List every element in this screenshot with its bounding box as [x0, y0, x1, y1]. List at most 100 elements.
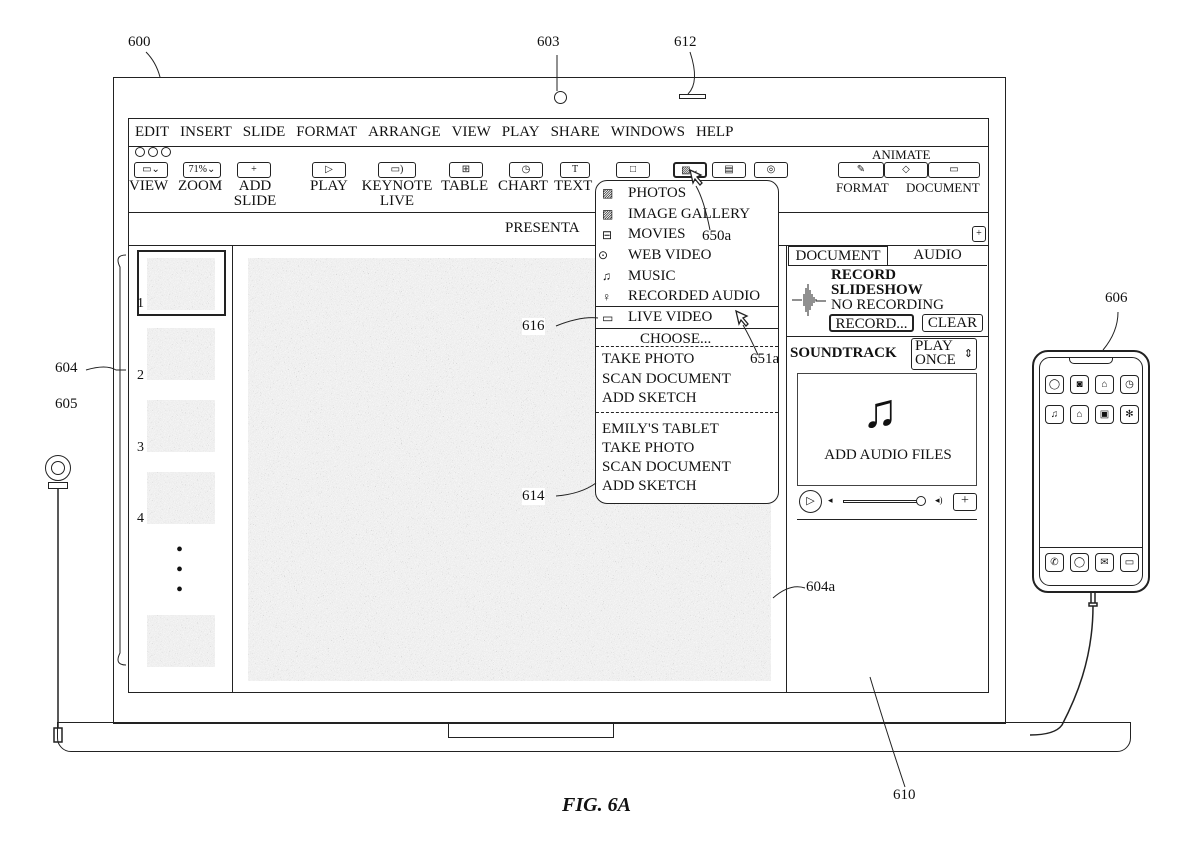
menu-format[interactable]: FORMAT — [296, 124, 358, 140]
menu-play[interactable]: PLAY — [501, 124, 540, 140]
menu-item-choose[interactable]: CHOOSE... — [640, 331, 712, 347]
menu-arrange[interactable]: ARRANGE — [368, 124, 441, 140]
laptop-lid — [113, 77, 1006, 724]
waveform-icon — [792, 284, 826, 316]
menu-slide[interactable]: SLIDE — [242, 124, 286, 140]
tv-app-icon[interactable]: ▣ — [1095, 405, 1114, 424]
phone-screen — [1039, 357, 1143, 586]
ref-indicator: 612 — [674, 34, 697, 50]
slide-thumbnail[interactable] — [147, 615, 215, 667]
menu-share[interactable]: SHARE — [550, 124, 600, 140]
menu-edit[interactable]: EDIT — [135, 124, 170, 140]
web-video-icon: ⊙ — [598, 248, 609, 262]
volume-low-icon: ◂ — [828, 495, 833, 505]
menu-windows[interactable]: WINDOWS — [610, 124, 685, 140]
tab-audio[interactable]: AUDIO — [888, 246, 987, 266]
slide-thumbnail[interactable] — [147, 400, 215, 452]
menu-item-device-scan-document[interactable]: SCAN DOCUMENT — [602, 459, 731, 475]
zoom-label: ZOOM — [178, 178, 223, 194]
image-gallery-icon: ▨ — [602, 207, 614, 221]
text-label: TEXT — [554, 178, 593, 194]
slide-number: 2 — [137, 368, 144, 383]
cursor-icon — [689, 168, 703, 186]
record-button[interactable]: RECORD... — [829, 314, 914, 332]
ref-laptop: 600 — [128, 34, 151, 50]
text-button[interactable]: T — [560, 162, 590, 178]
browser-app-icon[interactable]: ▭ — [1120, 553, 1139, 572]
photos-icon: ▨ — [602, 186, 614, 200]
document-button[interactable]: ▭ — [928, 162, 980, 178]
play-button[interactable]: ▷ — [312, 162, 346, 178]
menu-help[interactable]: HELP — [695, 124, 734, 140]
zoom-select[interactable]: 71%⌄ — [183, 162, 221, 178]
indicator-light — [679, 94, 706, 99]
messages-app-icon[interactable]: ◯ — [1070, 553, 1089, 572]
menu-item-photos[interactable]: PHOTOS — [628, 185, 687, 201]
animate-button[interactable]: ◇ — [884, 162, 928, 178]
table-button[interactable]: ⊞ — [449, 162, 483, 178]
menu-item-recorded-audio[interactable]: RECORDED AUDIO — [628, 288, 761, 304]
add-audio-button[interactable]: + — [953, 493, 977, 511]
format-button[interactable]: ✎ — [838, 162, 884, 178]
menu-item-scan-document[interactable]: SCAN DOCUMENT — [602, 371, 731, 387]
camera-app-icon[interactable]: ◙ — [1070, 375, 1089, 394]
figure-caption: FIG. 6A — [562, 794, 631, 816]
screen — [128, 118, 989, 693]
view-button[interactable]: ▭⌄ — [134, 162, 168, 178]
slide-number: 3 — [137, 440, 144, 455]
slide-thumbnail[interactable] — [147, 328, 215, 380]
live-video-icon: ▭ — [602, 311, 614, 325]
audio-play-button[interactable]: ▷ — [799, 490, 822, 513]
ref-cursor: 651a — [750, 351, 780, 367]
add-audio-dropzone[interactable]: ♫ ADD AUDIO FILES — [797, 373, 977, 486]
chart-button[interactable]: ◷ — [509, 162, 543, 178]
keynote-live-button[interactable]: ▭) — [378, 162, 416, 178]
comment-button[interactable]: ▤ — [712, 162, 746, 178]
media-menu — [595, 180, 779, 504]
menu-item-live-video[interactable]: LIVE VIDEO — [628, 309, 713, 325]
menu-item-device-add-sketch[interactable]: ADD SKETCH — [602, 478, 697, 494]
slide-thumbnail[interactable] — [147, 258, 215, 310]
selected-slide-frame — [137, 250, 226, 316]
clear-button[interactable]: CLEAR — [922, 314, 983, 332]
ref-canvas: 604a — [806, 579, 836, 595]
menu-item-movies[interactable]: MOVIES — [628, 226, 686, 242]
ref-sidebar: 610 — [893, 787, 916, 803]
menu-item-web-video[interactable]: WEB VIDEO — [628, 247, 712, 263]
add-slide-button[interactable]: + — [237, 162, 271, 178]
music-app-icon[interactable]: ♫ — [1045, 405, 1064, 424]
settings-app-icon[interactable]: ✻ — [1120, 405, 1139, 424]
microphone-icon: ♀ — [602, 290, 611, 304]
slide-number: 4 — [137, 511, 144, 526]
clock-app-icon[interactable]: ◷ — [1120, 375, 1139, 394]
recording-status: NO RECORDING — [831, 297, 944, 313]
ref-media-button: 650a — [702, 228, 732, 244]
menu-item-device-take-photo[interactable]: TAKE PHOTO — [602, 440, 695, 456]
add-audio-label: ADD AUDIO FILES — [824, 447, 952, 463]
menu-view[interactable]: VIEW — [451, 124, 491, 140]
shape-button[interactable]: □ — [616, 162, 650, 178]
more-slides-ellipsis: ••• — [176, 539, 184, 601]
menu-item-music[interactable]: MUSIC — [628, 268, 676, 284]
play-mode-select[interactable]: PLAY ONCE⇕ — [911, 338, 977, 370]
table-label: TABLE — [441, 178, 489, 194]
menu-item-image-gallery[interactable]: IMAGE GALLERY — [628, 206, 751, 222]
volume-high-icon: ◂) — [935, 495, 943, 505]
add-tab-button[interactable]: + — [972, 226, 986, 242]
app-icon[interactable]: ⌂ — [1095, 375, 1114, 394]
menu-insert[interactable]: INSERT — [180, 124, 232, 140]
microphone-icon — [45, 455, 71, 481]
mail-app-icon[interactable]: ✉ — [1095, 553, 1114, 572]
collaborate-button[interactable]: ◎ — [754, 162, 788, 178]
menu-item-take-photo[interactable]: TAKE PHOTO — [602, 351, 695, 367]
phone-app-icon[interactable]: ✆ — [1045, 553, 1064, 572]
slide-thumbnail[interactable] — [147, 472, 215, 524]
window-controls[interactable] — [135, 147, 171, 157]
volume-slider-handle[interactable] — [915, 496, 926, 506]
trackpad-notch — [448, 723, 614, 738]
presentation-title: PRESENTA — [505, 220, 580, 236]
tab-document[interactable]: DOCUMENT — [788, 246, 888, 266]
menu-item-add-sketch[interactable]: ADD SKETCH — [602, 390, 697, 406]
home-app-icon[interactable]: ⌂ — [1070, 405, 1089, 424]
app-icon[interactable]: ◯ — [1045, 375, 1064, 394]
